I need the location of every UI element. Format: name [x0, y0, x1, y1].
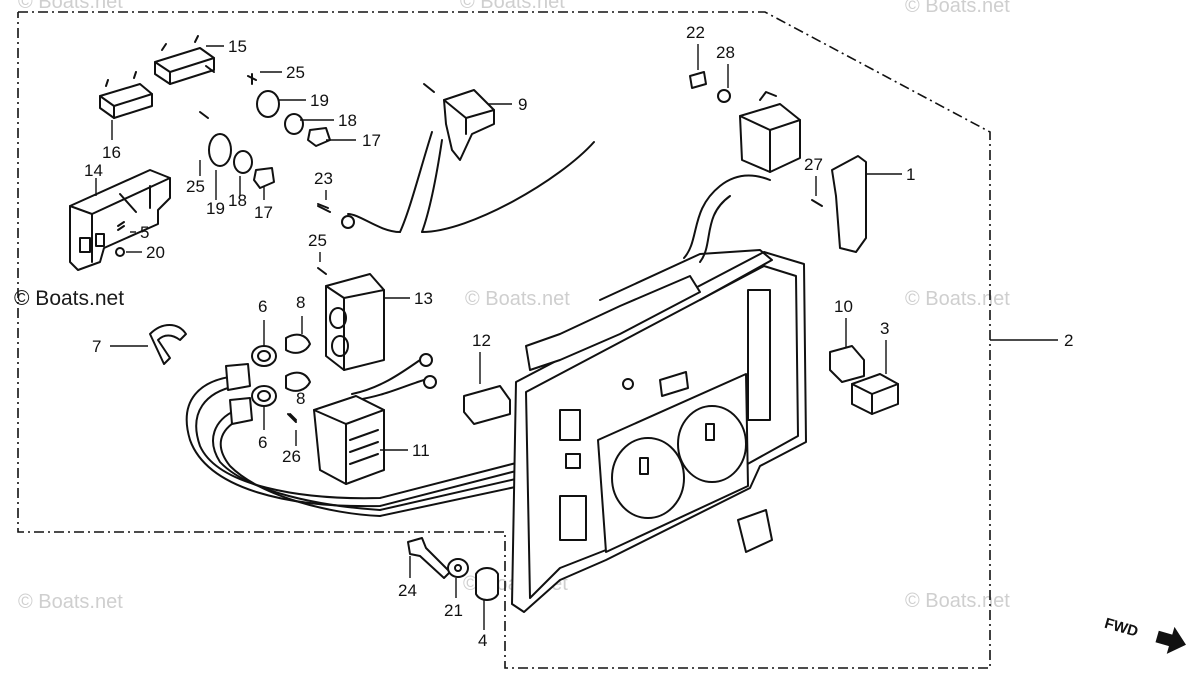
label-25: 25	[308, 231, 327, 250]
label-20: 20	[146, 243, 165, 262]
screw-27	[811, 199, 823, 207]
washer-20	[115, 247, 125, 257]
part-labels: 15 25 19 18 17 9 16 14 5 20 25 19 18 17 …	[84, 23, 1073, 650]
block-13	[317, 267, 385, 371]
label-21: 21	[444, 601, 463, 620]
label-15: 15	[228, 37, 247, 56]
label-14: 14	[84, 161, 103, 180]
label-19: 19	[310, 91, 329, 110]
label-18: 18	[338, 111, 357, 130]
label-9: 9	[518, 95, 527, 114]
label-13: 13	[414, 289, 433, 308]
wire-harness	[185, 353, 521, 517]
socket-6-lower	[251, 385, 277, 407]
label-5: 5	[140, 223, 149, 242]
watermark: © Boats.net	[460, 0, 565, 13]
washer-21	[447, 558, 469, 578]
washer-28	[717, 89, 731, 103]
watermark-main: © Boats.net	[14, 287, 124, 310]
label-7: 7	[92, 337, 101, 356]
label-8: 8	[296, 293, 305, 312]
label-22: 22	[686, 23, 705, 42]
label-26: 26	[282, 447, 301, 466]
screw-22	[689, 71, 707, 89]
switch-16	[99, 71, 153, 119]
label-4: 4	[478, 631, 487, 650]
label-27: 27	[804, 155, 823, 174]
transformer-11	[289, 395, 385, 485]
lamp-socket-lower	[199, 111, 275, 189]
breaker-9	[317, 83, 595, 233]
fwd-label: FWD	[1102, 615, 1140, 641]
label-17: 17	[254, 203, 273, 222]
bracket-14	[69, 169, 171, 271]
assembly-frame	[17, 11, 991, 669]
label-12: 12	[472, 331, 491, 350]
fwd-arrow-icon	[1155, 626, 1186, 654]
cap-3	[851, 373, 899, 415]
bulb-8-lower	[285, 371, 311, 392]
label-6: 6	[258, 433, 267, 452]
socket-6-upper	[251, 345, 277, 367]
watermark: © Boats.net	[905, 590, 1010, 612]
label-6: 6	[258, 297, 267, 316]
fwd-indicator: FWD	[1102, 615, 1186, 654]
label-28: 28	[716, 43, 735, 62]
screw-23	[317, 205, 331, 213]
label-10: 10	[834, 297, 853, 316]
watermark: © Boats.net	[905, 288, 1010, 310]
label-18: 18	[228, 191, 247, 210]
clip-10	[829, 345, 865, 383]
label-1: 1	[906, 165, 915, 184]
watermark: © Boats.net	[18, 0, 123, 13]
label-25: 25	[286, 63, 305, 82]
watermark: © Boats.net	[905, 0, 1010, 17]
screw-26	[287, 413, 297, 423]
watermark: © Boats.net	[18, 591, 123, 613]
label-17: 17	[362, 131, 381, 150]
label-8: 8	[296, 389, 305, 408]
watermark: © Boats.net	[465, 288, 570, 310]
leader-lines	[95, 44, 1058, 630]
label-23: 23	[314, 169, 333, 188]
label-2: 2	[1064, 331, 1073, 350]
bracket-1	[831, 155, 867, 253]
small-cover	[737, 509, 773, 553]
main-panel-2	[511, 174, 807, 613]
clip-7	[149, 324, 187, 365]
label-19: 19	[206, 199, 225, 218]
relay	[739, 91, 801, 173]
label-3: 3	[880, 319, 889, 338]
label-25: 25	[186, 177, 205, 196]
spacer-4	[475, 567, 499, 601]
label-11: 11	[412, 441, 430, 460]
switch-15	[154, 35, 215, 85]
cover-12	[463, 385, 511, 425]
screw-5	[117, 221, 125, 231]
label-24: 24	[398, 581, 417, 600]
bolt-24	[407, 537, 451, 579]
bulb-8-upper	[285, 333, 311, 354]
lamp-socket-upper	[247, 73, 331, 147]
label-16: 16	[102, 143, 121, 162]
